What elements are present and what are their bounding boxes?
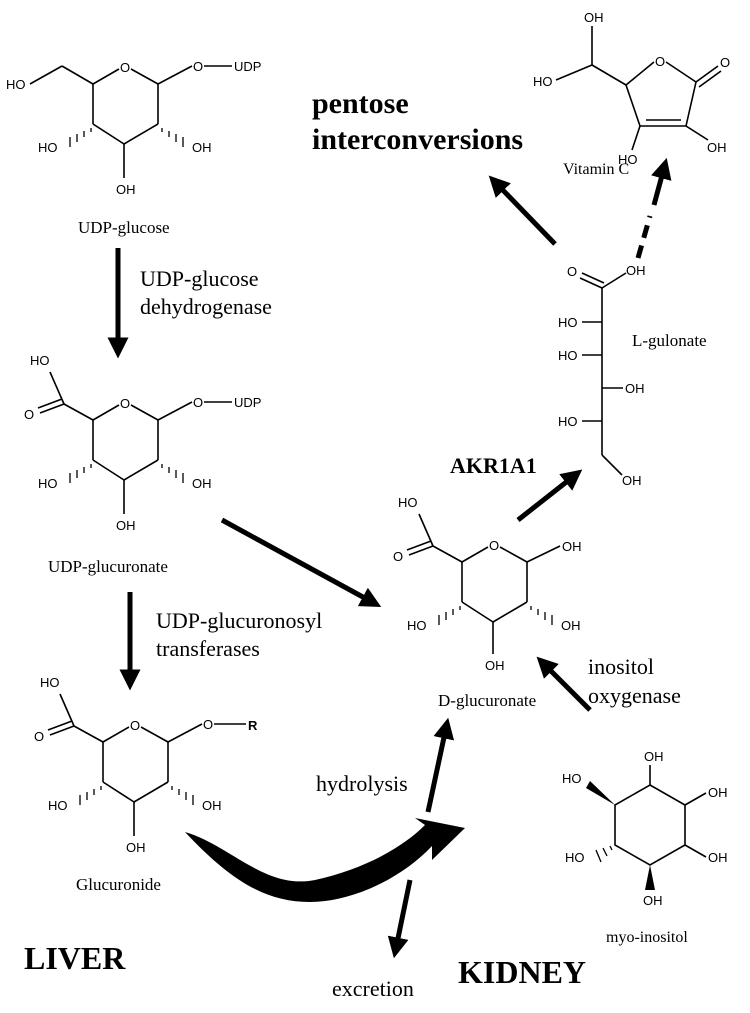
hydroxyl-lower-left-label: HO xyxy=(565,850,585,865)
aglycone-r-label: R xyxy=(248,718,258,733)
arrow-to-pentose-interconversions xyxy=(488,175,557,246)
d-glucuronate-name: D-glucuronate xyxy=(438,691,536,710)
myo-inositol-structure: OH HO OH HO OH OH myo-inositol xyxy=(562,749,728,946)
process-labels: hydrolysis excretion pentose interconver… xyxy=(312,87,523,1001)
hydroxyl-right-label: OH xyxy=(202,798,222,813)
udp-glucose-dehydrogenase-line1: UDP-glucose xyxy=(140,266,259,291)
udp-glucose-name: UDP-glucose xyxy=(78,218,170,237)
glycosidic-oxygen-label: O xyxy=(193,395,203,410)
c5-hydroxyl-label: HO xyxy=(558,414,578,429)
udp-label: UDP xyxy=(234,59,261,74)
glycosidic-oxygen-label: O xyxy=(203,717,213,732)
carboxyl-hydroxyl-label: OH xyxy=(626,263,646,278)
udp-glucose-structure: HO O O UDP HO OH OH UDP-glucose xyxy=(6,59,261,237)
hydroxyl-bottom-label: OH xyxy=(126,840,146,855)
hydroxyl-top-label: OH xyxy=(584,10,604,25)
arrow-myo-inositol-to-d-glucuronate xyxy=(536,656,592,712)
inositol-oxygenase-line2: oxygenase xyxy=(588,683,681,708)
inositol-oxygenase-line1: inositol xyxy=(588,654,654,679)
c3-hydroxyl-label: HO xyxy=(558,348,578,363)
myo-inositol-name: myo-inositol xyxy=(606,929,688,946)
reaction-arrows xyxy=(107,157,672,959)
arrow-d-glucuronate-to-l-gulonate xyxy=(516,469,583,522)
l-gulonate-structure: O OH HO HO OH HO OH L-gulonate xyxy=(558,263,707,488)
d-glucuronate-structure: HO O O OH HO OH OH D-glucuronate xyxy=(393,495,582,710)
arrow-udp-glucuronate-to-d-glucuronate xyxy=(220,517,382,608)
c4-hydroxyl-label: OH xyxy=(625,381,645,396)
anomeric-hydroxyl-label: OH xyxy=(562,539,582,554)
arrow-hydrolysis-to-d-glucuronate xyxy=(425,717,455,813)
udp-glucose-dehydrogenase-line2: dehydrogenase xyxy=(140,294,272,319)
carboxyl-hydroxyl-label: HO xyxy=(398,495,418,510)
pentose-interconversions-line1: pentose xyxy=(312,87,409,120)
l-gulonate-name: L-gulonate xyxy=(632,331,707,350)
hydroxyl-left-label: HO xyxy=(38,140,58,155)
wedge-bond xyxy=(645,865,655,890)
glucuronide-structure: HO O O O R HO OH OH Glucuronide xyxy=(34,675,258,894)
c6-hydroxyl-label: OH xyxy=(622,473,642,488)
hydroxymethyl-label: HO xyxy=(533,74,553,89)
hydroxymethyl-label: HO xyxy=(6,77,26,92)
hydroxyl-right-label: OH xyxy=(192,140,212,155)
enol-hydroxyl-right-label: OH xyxy=(707,140,727,155)
kidney-label: KIDNEY xyxy=(458,954,586,990)
udp-label: UDP xyxy=(234,395,261,410)
carboxyl-hydroxyl-label: HO xyxy=(40,675,60,690)
hydroxyl-lower-right-label: OH xyxy=(708,850,728,865)
hydroxyl-bottom-label: OH xyxy=(116,182,136,197)
ring-oxygen-label: O xyxy=(120,60,130,75)
enzyme-labels: UDP-glucose dehydrogenase UDP-glucuronos… xyxy=(140,266,681,708)
hydroxyl-top-label: OH xyxy=(644,749,664,764)
hydroxyl-left-label: HO xyxy=(407,618,427,633)
udp-glucuronosyl-transferases-line2: transferases xyxy=(156,636,260,661)
arrow-gulonate-to-vitamin-c-head xyxy=(651,157,672,206)
excretion-label: excretion xyxy=(332,976,414,1001)
arrow-to-excretion xyxy=(387,879,413,959)
vitamin-c-name: Vitamin C xyxy=(563,161,629,178)
hydroxyl-left-label: HO xyxy=(48,798,68,813)
curved-transport-arrow xyxy=(185,818,465,902)
udp-glucuronosyl-transferases-line1: UDP-glucuronosyl xyxy=(156,608,322,633)
carbonyl-oxygen-label: O xyxy=(393,549,403,564)
hydroxyl-bottom-label: OH xyxy=(643,893,663,908)
udp-glucuronate-name: UDP-glucuronate xyxy=(48,557,168,576)
carbonyl-oxygen-label: O xyxy=(567,264,577,279)
carbonyl-oxygen-label: O xyxy=(720,55,730,70)
hydroxyl-bottom-label: OH xyxy=(485,658,505,673)
ring-oxygen-label: O xyxy=(489,538,499,553)
liver-label: LIVER xyxy=(24,940,126,976)
glucuronide-name: Glucuronide xyxy=(76,875,161,894)
hydroxyl-upper-right-label: OH xyxy=(708,785,728,800)
pentose-interconversions-line2: interconversions xyxy=(312,123,523,156)
hydroxyl-bottom-label: OH xyxy=(116,518,136,533)
hydroxyl-right-label: OH xyxy=(561,618,581,633)
carbonyl-oxygen-label: O xyxy=(34,729,44,744)
akr1a1-label: AKR1A1 xyxy=(450,453,537,478)
carboxyl-hydroxyl-label: HO xyxy=(30,353,50,368)
c2-hydroxyl-label: HO xyxy=(558,315,578,330)
wedge-bond xyxy=(586,781,615,805)
hydroxyl-left-label: HO xyxy=(38,476,58,491)
hydroxyl-upper-left-label: HO xyxy=(562,771,582,786)
hydrolysis-label: hydrolysis xyxy=(316,771,408,796)
hydroxyl-right-label: OH xyxy=(192,476,212,491)
ring-oxygen-label: O xyxy=(130,718,140,733)
vitamin-c-structure: OH HO O O HO OH Vitamin C xyxy=(533,10,730,178)
organ-labels: LIVER KIDNEY xyxy=(24,940,586,990)
udp-glucuronate-structure: HO O O O UDP HO OH OH UDP-glucuronate xyxy=(24,353,261,576)
glycosidic-oxygen-label: O xyxy=(193,59,203,74)
ring-oxygen-label: O xyxy=(655,54,665,69)
ring-oxygen-label: O xyxy=(120,396,130,411)
arrow-gulonate-to-vitamin-c-dashed xyxy=(635,215,653,259)
enol-hydroxyl-left-label: HO xyxy=(618,152,638,167)
carbonyl-oxygen-label: O xyxy=(24,407,34,422)
